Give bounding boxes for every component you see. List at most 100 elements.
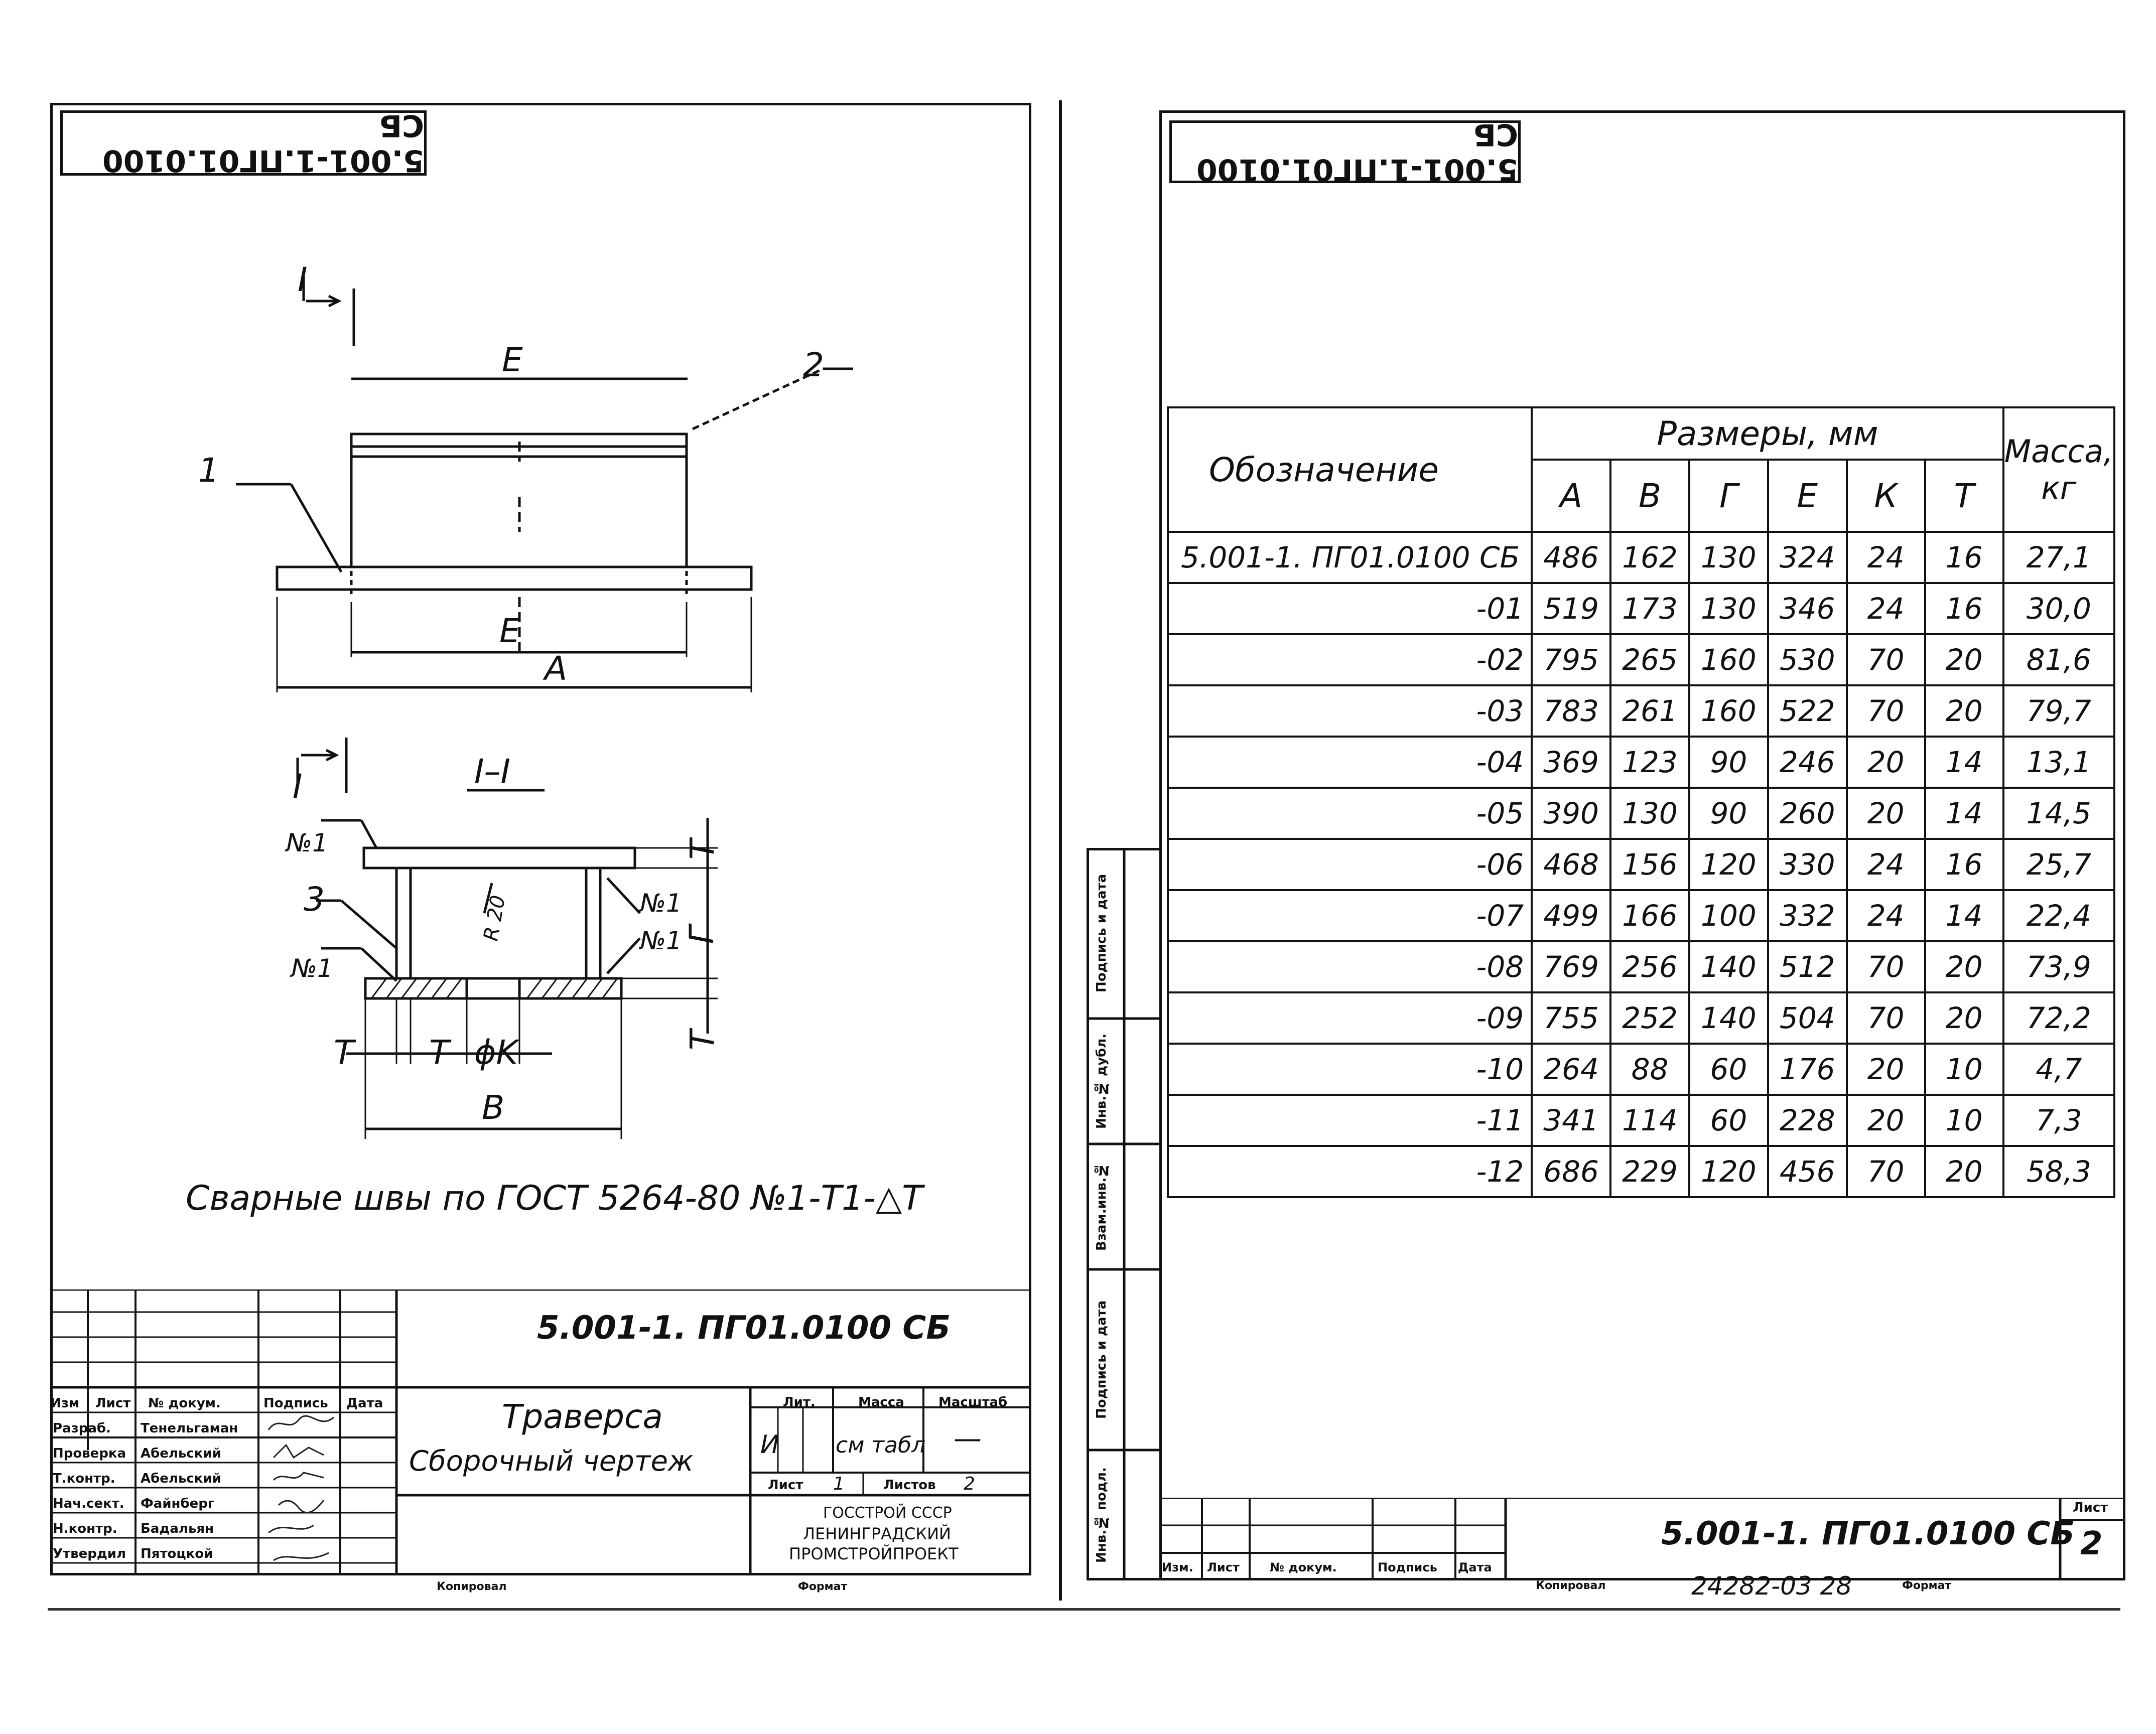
cell-size-g: 130 [1688,531,1769,584]
sheet2-sheet-value: 2 [2080,1525,2103,1562]
sheet2-designation: 5.001-1. ПГ01.0100 СБ [1661,1515,2075,1552]
part-3-label: 3 [304,880,325,919]
mass-value: см табл [836,1432,926,1458]
role-4: Н.контр. [53,1521,117,1536]
cell-size-k: 70 [1845,633,1926,686]
sheets-label: Листов [883,1478,936,1493]
dim-e-top-label: E [502,341,523,379]
lit-value: И [760,1430,779,1459]
cell-size-e: 332 [1767,889,1848,942]
sheet2-col-izm: Изм. [1162,1560,1193,1574]
sheet2-col-list: Лист [1207,1560,1240,1574]
cell-size-b: 114 [1609,1094,1690,1147]
weld-3-label: №1 [640,889,682,918]
sheet2-stamp-text: 5.001-1.ПГ01.0100 СБ [1196,116,1518,187]
cell-size-a: 755 [1531,991,1612,1045]
cell-size-b: 261 [1609,684,1690,738]
copied-label-2: Копировал [1536,1579,1606,1592]
section-mark-lower: I [293,767,303,806]
cell-designation: -08 [1166,940,1533,993]
cell-size-t: 16 [1924,531,2004,584]
dim-t-bottom: T [683,1030,722,1051]
cell-size-a: 769 [1531,940,1612,993]
cell-designation: -10 [1166,1043,1533,1096]
col-sign: Подпись [263,1396,328,1411]
dim-k: ϕK [474,1033,518,1072]
copied-label-1: Копировал [437,1580,507,1593]
col-k: К [1845,459,1926,533]
col-a: А [1531,459,1612,533]
cell-size-a: 341 [1531,1094,1612,1147]
cell-size-t: 16 [1924,582,2004,635]
cell-size-t: 14 [1924,736,2004,789]
dim-b: B [482,1088,505,1127]
sheets-value: 2 [964,1474,975,1494]
bottom-rule [48,1608,2120,1611]
cell-size-k: 20 [1845,736,1926,789]
cell-size-e: 176 [1767,1043,1848,1096]
cell-mass: 72,2 [2002,991,2116,1045]
sheet2-stamp: 5.001-1.ПГ01.0100 СБ [1169,117,1521,187]
org-line2: ЛЕНИНГРАДСКИЙ [803,1524,951,1543]
col-t: Т [1924,459,2004,533]
group-sizes: Размеры, мм [1531,406,2004,461]
col-b: В [1609,459,1690,533]
col-designation: Обозначение [1166,406,1533,533]
signatures [267,1415,334,1561]
cell-size-b: 162 [1609,531,1690,584]
cell-size-a: 390 [1531,787,1612,840]
sheet1-stamp-text: 5.001-1.ПГ01.0100 СБ [102,108,424,178]
cell-size-t: 14 [1924,787,2004,840]
cell-designation: -06 [1166,838,1533,891]
cell-size-a: 264 [1531,1043,1612,1096]
name-2: Абельский [141,1471,221,1486]
dim-e-bottom-label: E [499,612,520,650]
sheet-label: Лист [768,1478,803,1493]
cell-size-k: 20 [1845,1094,1926,1147]
sheet1-title-line1: Траверса [502,1397,663,1436]
cell-size-g: 160 [1688,684,1769,738]
role-0: Разраб. [53,1421,111,1436]
cell-designation: -05 [1166,787,1533,840]
cell-size-e: 456 [1767,1145,1848,1198]
cell-size-e: 346 [1767,582,1848,635]
col-mass: Масса, кг [2002,406,2116,533]
cell-size-k: 24 [1845,838,1926,891]
cell-size-a: 783 [1531,684,1612,738]
cell-designation: 5.001-1. ПГ01.0100 СБ [1166,531,1533,584]
sheet1-title-block-grid [50,1289,1031,1575]
cell-size-t: 20 [1924,940,2004,993]
side-label-grid [1087,848,1162,1580]
cell-size-t: 14 [1924,889,2004,942]
cell-size-g: 140 [1688,940,1769,993]
name-5: Пятоцкой [141,1546,213,1561]
scale-header: Масштаб [938,1395,1008,1410]
cell-size-k: 70 [1845,940,1926,993]
cell-size-t: 10 [1924,1043,2004,1096]
weld-note: Сварные швы по ГОСТ 5264-80 №1-Т1-△Т [186,1179,923,1218]
cell-size-e: 330 [1767,838,1848,891]
cell-mass: 25,7 [2002,838,2116,891]
cell-designation: -02 [1166,633,1533,686]
cell-size-a: 486 [1531,531,1612,584]
cell-size-e: 512 [1767,940,1848,993]
sheet2-col-sign: Подпись [1378,1560,1437,1574]
cell-mass: 73,9 [2002,940,2116,993]
cell-size-e: 530 [1767,633,1848,686]
cell-size-g: 160 [1688,633,1769,686]
cell-size-g: 100 [1688,889,1769,942]
org-line3: ПРОМСТРОЙПРОЕКТ [789,1544,959,1563]
section-label: I–I [474,752,510,791]
lit-header: Лит. [783,1395,816,1410]
cell-size-b: 256 [1609,940,1690,993]
cell-size-b: 166 [1609,889,1690,942]
cell-size-k: 24 [1845,531,1926,584]
cell-size-k: 70 [1845,1145,1926,1198]
cell-designation: -03 [1166,684,1533,738]
cell-size-g: 90 [1688,736,1769,789]
